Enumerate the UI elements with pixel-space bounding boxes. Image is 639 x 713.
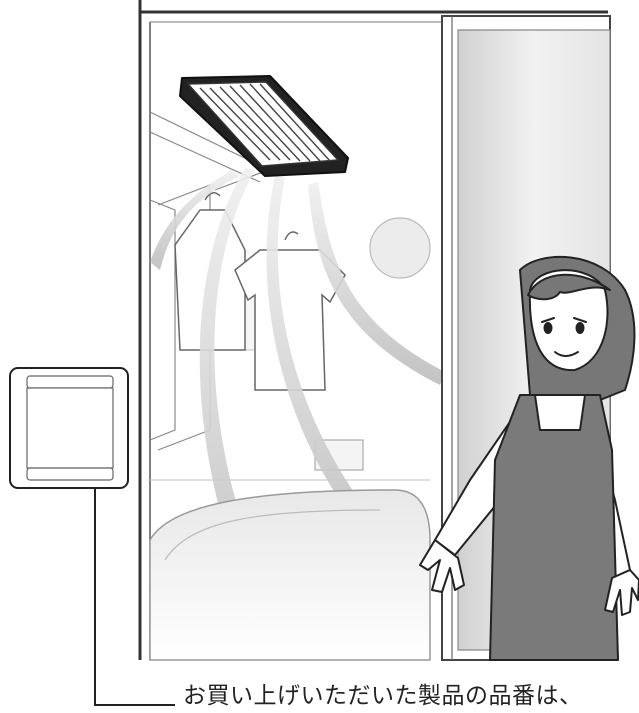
ventilation-grille xyxy=(180,76,348,176)
bathtub xyxy=(150,490,430,660)
caption-text: お買い上げいただいた製品の品番は、 xyxy=(183,676,583,710)
switch-panel xyxy=(10,368,128,488)
